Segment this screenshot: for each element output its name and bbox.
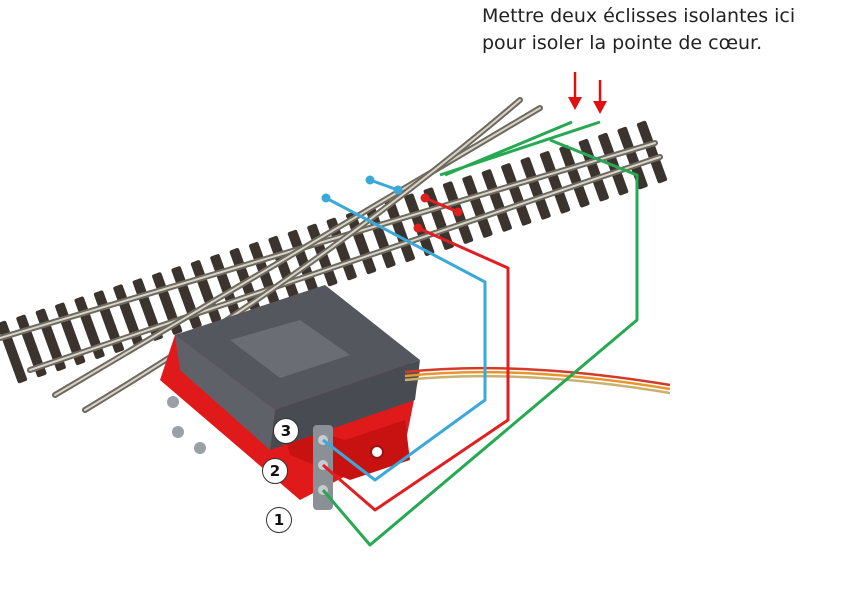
wiring xyxy=(321,120,639,547)
red-wire xyxy=(322,196,510,512)
green-wire xyxy=(321,120,639,547)
sleeper xyxy=(481,169,512,232)
sleeper xyxy=(636,120,668,184)
sleeper xyxy=(539,151,571,214)
down-arrow-icon xyxy=(593,80,607,114)
sleeper xyxy=(501,163,532,226)
insulating-joint-arrows xyxy=(568,72,607,114)
sleeper xyxy=(384,199,415,263)
down-arrow-icon xyxy=(568,72,582,110)
instruction-line-1: Mettre deux éclisses isolantes ici xyxy=(482,5,796,27)
sleeper xyxy=(423,187,454,250)
sleeper xyxy=(520,157,551,220)
instruction-note: Mettre deux éclisses isolantes ici pour … xyxy=(482,3,852,57)
terminal-2-badge: 2 xyxy=(262,458,288,484)
instruction-line-2: pour isoler la pointe de cœur. xyxy=(482,32,763,54)
terminal-1-badge: 1 xyxy=(266,507,292,533)
sleeper xyxy=(559,145,590,208)
switch-motor xyxy=(160,285,420,510)
blue-wire xyxy=(322,178,487,482)
terminal-3-badge: 3 xyxy=(273,418,299,444)
track-rails xyxy=(0,97,663,413)
sleeper xyxy=(617,126,648,190)
sleeper xyxy=(462,175,493,238)
ribbon-cable xyxy=(404,366,671,395)
